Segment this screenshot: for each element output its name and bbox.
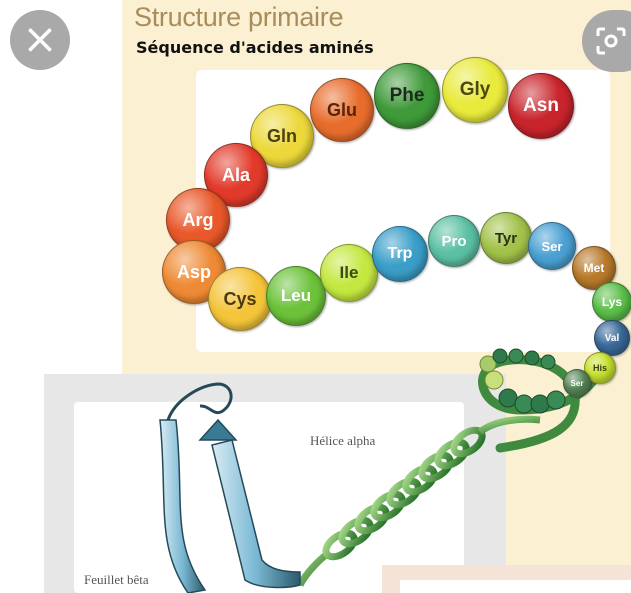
amino-acid-lys: Lys	[592, 282, 631, 322]
amino-acid-val: Val	[594, 320, 630, 356]
amino-acid-leu: Leu	[266, 266, 326, 326]
amino-acid-ile: Ile	[320, 244, 378, 302]
amino-acid-phe: Phe	[374, 63, 440, 129]
amino-acid-trp: Trp	[372, 226, 428, 282]
amino-acid-cys: Cys	[208, 267, 272, 331]
close-icon: ×	[22, 14, 57, 63]
visual-search-icon	[596, 27, 626, 55]
amino-acid-pro: Pro	[428, 215, 480, 267]
amino-acid-tyr: Tyr	[480, 212, 532, 264]
amino-acid-ser: Ser	[528, 222, 576, 270]
beta-sheet-label: Feuillet bêta	[84, 572, 149, 588]
amino-acid-glu: Glu	[310, 78, 374, 142]
amino-acid-ser-2: Ser	[563, 369, 591, 397]
close-button[interactable]: ×	[10, 10, 70, 70]
alpha-helix-label: Hélice alpha	[310, 433, 375, 449]
amino-acid-gly: Gly	[442, 57, 508, 123]
amino-acid-asn: Asn	[508, 73, 574, 139]
beta-sheet	[160, 384, 300, 593]
